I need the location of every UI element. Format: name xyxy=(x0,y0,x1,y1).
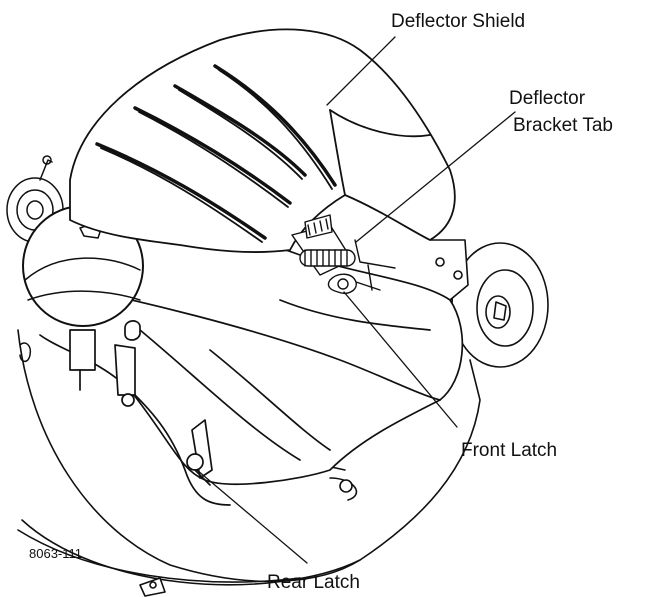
leader-rear-latch xyxy=(196,469,308,564)
leader-deflector-shield xyxy=(326,36,396,106)
leader-front-latch xyxy=(343,291,458,428)
leader-bracket-tab xyxy=(355,111,516,243)
callout-leaders xyxy=(196,36,516,564)
right-wheel xyxy=(429,239,549,368)
label-deflector-bracket-tab-line2: Bracket Tab xyxy=(513,115,613,136)
label-rear-latch: Rear Latch xyxy=(267,572,360,593)
figure-number: 8063-111 xyxy=(29,546,83,561)
label-deflector-bracket-tab-line1: Deflector xyxy=(509,88,586,109)
label-front-latch: Front Latch xyxy=(461,440,558,461)
spring-bracket-assembly xyxy=(291,214,396,294)
label-deflector-shield: Deflector Shield xyxy=(391,11,526,32)
deflector-shield xyxy=(69,28,456,253)
detail-magnifier xyxy=(22,205,144,327)
